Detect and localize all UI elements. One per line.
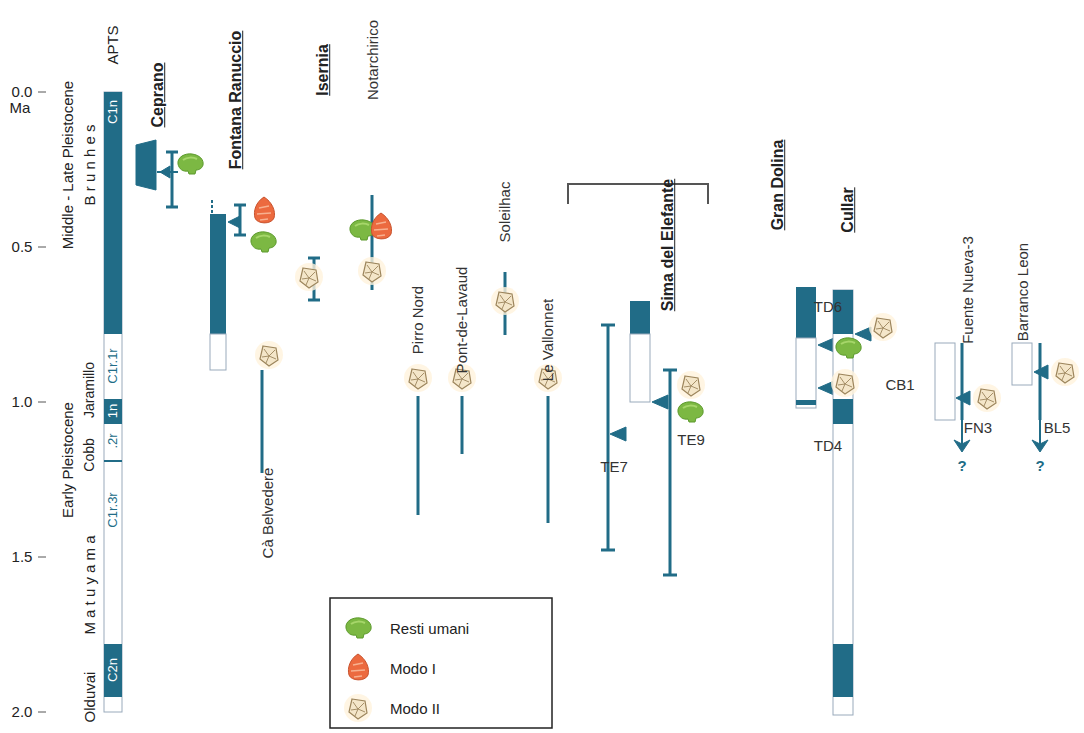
- chart-label: Barranco Leon: [1015, 243, 1032, 341]
- legend-text: Modo I: [390, 660, 436, 677]
- chart-label: 1n: [106, 404, 120, 418]
- chart-label: .2r: [106, 433, 120, 448]
- chart-label: Cobb: [82, 438, 97, 471]
- chart-label: Middle - Late Pleistocene: [60, 81, 77, 249]
- chart-label: TD4: [814, 438, 842, 455]
- chart-label: 1.5: [12, 549, 33, 566]
- chart-label: C1n: [106, 100, 120, 124]
- chart-label: BL5: [1044, 420, 1071, 437]
- chart-label: Sima del Elefante: [659, 179, 677, 312]
- chart-label: 1.0: [12, 394, 33, 411]
- chart-label: 0.5: [12, 239, 33, 256]
- chart-label: Jaramillo: [82, 362, 97, 418]
- chart-label: Cà Belvedere: [260, 468, 277, 559]
- chart-label: Olduvai: [82, 672, 99, 723]
- chart-label: C1r.3r: [106, 492, 120, 527]
- legend-text: Modo II: [390, 700, 440, 717]
- chart-label: 2.0: [12, 704, 33, 721]
- chart-label: APTS: [105, 25, 122, 64]
- chart-label: Ceprano: [149, 63, 167, 128]
- chart-label: Ma: [10, 100, 31, 117]
- chart-label: M a t u y a m a: [82, 535, 99, 634]
- chart-label: CB1: [885, 377, 914, 394]
- chart-label: Cullar: [839, 187, 857, 232]
- chart-label: TE9: [677, 432, 705, 449]
- chart-label: TE7: [600, 459, 628, 476]
- chart-label: Fontana Ranuccio: [227, 31, 245, 170]
- chart-label: Le Vallonnet: [540, 299, 557, 381]
- chart-label: FN3: [964, 420, 992, 437]
- chart-label: Fuente Nueva-3: [960, 236, 977, 344]
- chart-label: Isernia: [314, 44, 332, 96]
- chart-label: Soleilhac: [497, 182, 514, 243]
- chart-label: Pont-de-Lavaud: [454, 267, 471, 374]
- legend-text: Resti umani: [390, 620, 469, 637]
- chart-label: 0.0: [12, 84, 33, 101]
- chart-label: C1r.1r: [106, 348, 120, 383]
- chart-label: C2n: [106, 658, 120, 682]
- chart-label: Pirro Nord: [410, 286, 427, 354]
- chart-label: ?: [957, 458, 966, 475]
- chart-label: Gran Dolina: [769, 140, 787, 231]
- chart-label: ?: [1035, 458, 1044, 475]
- chart-label: Notarchirico: [365, 20, 382, 100]
- chart-label: Early Pleistocene: [60, 402, 77, 518]
- chart-label: TD6: [814, 299, 842, 316]
- chart-label: B r u n h e s: [82, 125, 99, 206]
